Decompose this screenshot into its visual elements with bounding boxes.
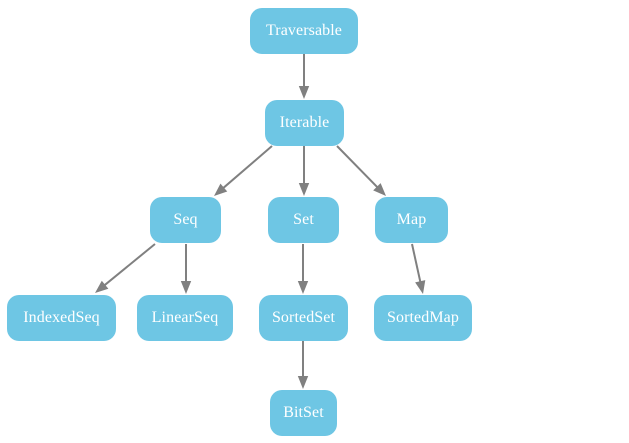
node-label-linearseq: LinearSeq xyxy=(151,308,219,326)
e-iterable-seq-line xyxy=(221,145,273,190)
node-iterable[interactable]: Iterable xyxy=(265,100,344,146)
e-map-sortedmap xyxy=(411,243,426,294)
node-sortedset[interactable]: SortedSet xyxy=(259,295,348,341)
node-label-seq: Seq xyxy=(173,210,198,228)
e-seq-indexedseq-arrowhead-icon xyxy=(95,280,109,293)
e-set-sortedset xyxy=(297,244,309,294)
e-traversable-iterable-arrowhead-icon xyxy=(298,86,310,99)
e-iterable-map-line xyxy=(336,145,380,189)
node-traversable[interactable]: Traversable xyxy=(250,8,358,54)
e-seq-linearseq-arrowhead-icon xyxy=(180,281,192,294)
e-iterable-map xyxy=(336,145,386,196)
node-label-set: Set xyxy=(293,210,314,228)
node-label-indexedseq: IndexedSeq xyxy=(23,308,100,326)
e-iterable-seq-arrowhead-icon xyxy=(214,183,228,196)
e-set-sortedset-arrowhead-icon xyxy=(297,281,309,294)
node-label-map: Map xyxy=(396,210,427,228)
node-label-sortedmap: SortedMap xyxy=(386,308,459,326)
node-bitset[interactable]: BitSet xyxy=(270,390,337,436)
node-linearseq[interactable]: LinearSeq xyxy=(137,295,233,341)
e-iterable-set-arrowhead-icon xyxy=(298,183,310,196)
e-sortedset-bitset xyxy=(297,341,309,389)
e-seq-linearseq xyxy=(180,244,192,294)
node-sortedmap[interactable]: SortedMap xyxy=(374,295,472,341)
node-map[interactable]: Map xyxy=(375,197,448,243)
node-set[interactable]: Set xyxy=(268,197,339,243)
e-seq-indexedseq xyxy=(95,243,156,293)
e-traversable-iterable xyxy=(298,54,310,99)
node-label-iterable: Iterable xyxy=(279,113,330,131)
e-seq-indexedseq-line xyxy=(102,243,156,287)
e-iterable-map-arrowhead-icon xyxy=(373,183,386,196)
node-label-traversable: Traversable xyxy=(265,21,343,39)
e-iterable-set xyxy=(298,146,310,196)
e-sortedset-bitset-arrowhead-icon xyxy=(297,376,309,389)
node-seq[interactable]: Seq xyxy=(150,197,221,243)
node-label-sortedset: SortedSet xyxy=(271,308,336,326)
e-iterable-seq xyxy=(214,145,273,196)
e-map-sortedmap-arrowhead-icon xyxy=(415,280,426,294)
node-label-bitset: BitSet xyxy=(283,403,324,421)
e-map-sortedmap-line xyxy=(411,243,422,284)
node-indexedseq[interactable]: IndexedSeq xyxy=(7,295,116,341)
